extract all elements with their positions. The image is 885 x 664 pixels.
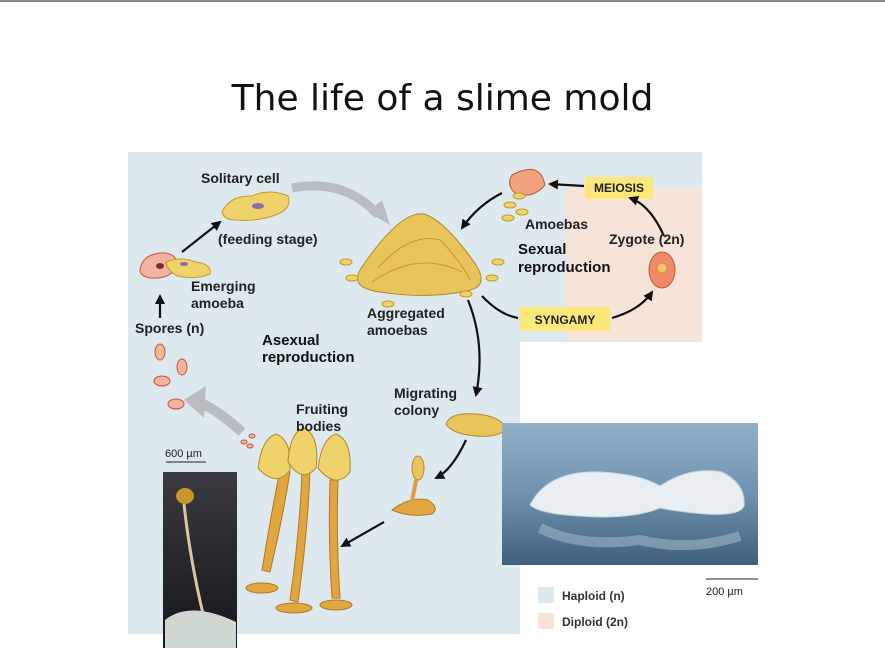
- fruiting-bodies-illustration: [240, 427, 353, 614]
- fruiting-label-1: Fruiting: [296, 401, 348, 417]
- emerging-amoeba-illustration: [139, 252, 211, 279]
- solitary-to-aggregate-arrow: [291, 181, 382, 219]
- amoebas-label: Amoebas: [525, 216, 588, 232]
- legend-diploid-label: Diploid (2n): [562, 615, 628, 629]
- spores-illustration: [153, 343, 188, 410]
- meiosis-box: [585, 177, 653, 199]
- aggregate-to-migrating-arrow: [466, 299, 483, 397]
- zygote-label: Zygote (2n): [609, 231, 684, 247]
- sexual-label-2: reproduction: [518, 259, 611, 276]
- top-rule: [0, 0, 885, 2]
- legend-haploid-label: Haploid (n): [562, 589, 625, 603]
- aggregated-label-1: Aggregated: [367, 305, 445, 321]
- meiosis-label: MEIOSIS: [594, 181, 644, 195]
- amoebas-illustration: [501, 168, 546, 222]
- migrating-label-2: colony: [394, 402, 439, 418]
- migrating-label-1: Migrating: [394, 385, 457, 401]
- emerging-amoeba-label-2: amoeba: [191, 295, 244, 311]
- solitary-to-aggregate-arrowhead: [368, 200, 390, 225]
- amoebas-to-aggregate-arrow: [460, 192, 503, 230]
- asexual-label-1: Asexual: [262, 332, 320, 349]
- aggregate-to-syngamy-arrow: [481, 295, 519, 320]
- syngamy-label: SYNGAMY: [535, 313, 596, 327]
- slide-title: The life of a slime mold: [231, 78, 654, 119]
- zygote-illustration: [648, 251, 676, 289]
- zygote-to-meiosis-arrow: [628, 195, 666, 237]
- sexual-label-1: Sexual: [518, 241, 566, 258]
- right-scale-label: 200 µm: [706, 586, 743, 598]
- aggregated-label-2: amoebas: [367, 322, 428, 338]
- meiosis-to-amoebas-arrow: [548, 179, 585, 190]
- legend-haploid-swatch: [538, 587, 554, 603]
- legend-diploid-swatch: [538, 613, 554, 629]
- syngamy-box: [520, 307, 610, 331]
- stalk-to-fruiting-arrow: [340, 521, 385, 547]
- forming-stalk-illustration: [391, 455, 436, 516]
- asexual-label-2: reproduction: [262, 349, 355, 366]
- fruiting-label-2: bodies: [296, 418, 341, 434]
- solitary-cell-illustration: [221, 191, 290, 221]
- migrating-to-stalk-arrow: [434, 439, 467, 479]
- feeding-stage-label: (feeding stage): [218, 231, 318, 247]
- left-scale-label: 600 µm: [165, 448, 202, 460]
- solitary-cell-label: Solitary cell: [201, 170, 280, 186]
- spores-label: Spores (n): [135, 320, 204, 336]
- emerging-to-solitary-arrow: [181, 220, 222, 253]
- syngamy-to-zygote-arrow: [611, 290, 654, 320]
- fruiting-body-photo: [163, 472, 237, 648]
- migrating-slug-photo: [502, 423, 758, 565]
- emerging-amoeba-label-1: Emerging: [191, 278, 256, 294]
- aggregated-amoebas-illustration: [339, 213, 505, 308]
- fruiting-to-spores-arrowhead: [184, 386, 206, 418]
